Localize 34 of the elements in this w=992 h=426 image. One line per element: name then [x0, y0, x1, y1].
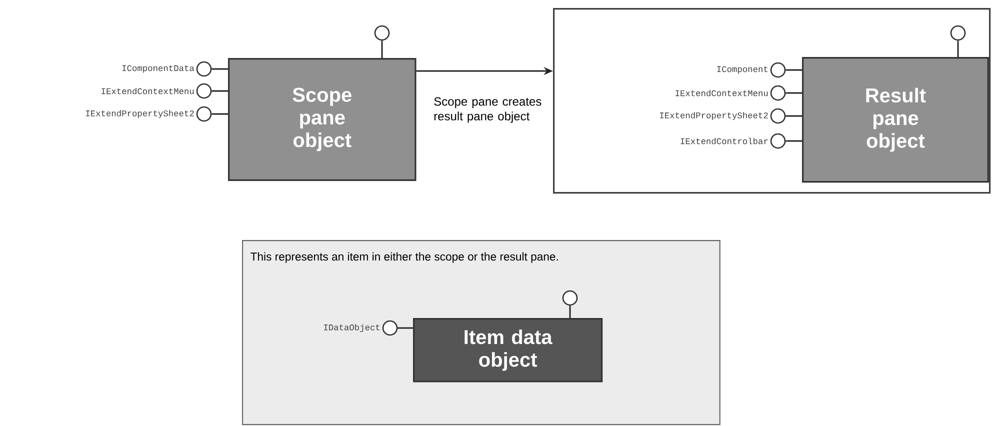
interface-port: IExtendPropertySheet2	[86, 106, 212, 122]
node-label: IExtendContextMenu	[102, 88, 194, 94]
interface-port: IComponentData	[122, 61, 212, 77]
object-box: Result pane object	[802, 57, 989, 183]
node-label: IExtendContextMenu	[676, 90, 768, 96]
edge-label: Scope pane creates result pane object	[434, 97, 542, 123]
connector	[212, 113, 228, 115]
connector	[569, 306, 571, 318]
node-label: IExtendControlbar	[680, 138, 768, 144]
connector	[786, 69, 802, 71]
interface-port: IExtendControlbar	[680, 133, 786, 149]
interface-port: IComponent	[717, 62, 786, 78]
node-label: IDataObject	[324, 324, 380, 332]
interface-port: IExtendPropertySheet2	[660, 108, 786, 124]
connector	[212, 68, 228, 70]
port-circle	[374, 25, 390, 41]
connector	[786, 115, 802, 117]
node-label: IComponentData	[122, 65, 194, 73]
port-circle	[950, 25, 966, 41]
interface-port: IExtendContextMenu	[102, 83, 212, 99]
node-label: IComponent	[717, 66, 768, 74]
interface-port: IDataObject	[324, 320, 398, 336]
connector	[398, 327, 413, 329]
interface-port: IExtendContextMenu	[676, 85, 786, 101]
object-box: Item data object	[413, 318, 603, 382]
connector	[212, 90, 228, 92]
node-label: IExtendPropertySheet2	[660, 112, 768, 120]
connector	[957, 40, 959, 57]
connector	[786, 92, 802, 94]
connector	[786, 140, 802, 142]
node-label: IExtendPropertySheet2	[86, 110, 194, 118]
object-box: Scope pane object	[228, 58, 416, 181]
connector	[381, 40, 383, 58]
port-circle	[562, 290, 578, 306]
